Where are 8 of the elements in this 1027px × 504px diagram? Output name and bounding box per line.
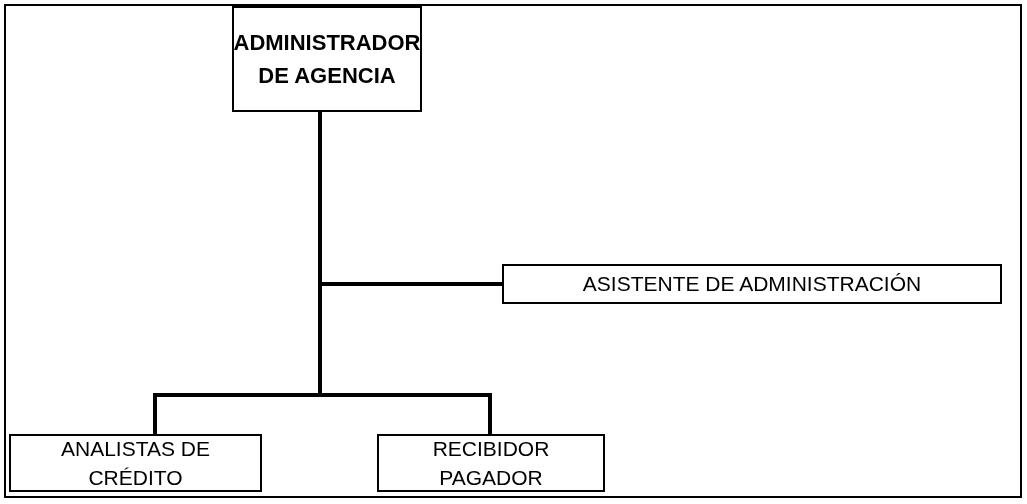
org-box [377, 434, 605, 492]
org-box [502, 264, 1002, 304]
box-label: ADMINISTRADOR DE AGENCIA [233, 29, 421, 90]
box-label: ASISTENTE DE ADMINISTRACIÓN [582, 271, 922, 298]
org-box [232, 6, 422, 112]
box-label: ANALISTAS DE CRÉDITO [60, 435, 211, 491]
org-box [9, 434, 262, 492]
box-label: RECIBIDOR PAGADOR [431, 435, 551, 491]
